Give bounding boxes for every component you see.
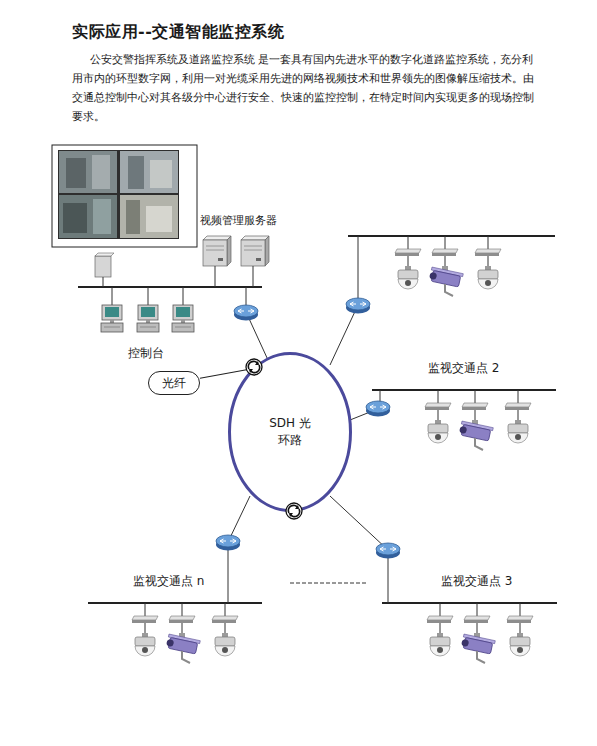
site-label: 监视交通点 2 [428, 360, 538, 376]
ring-outline [228, 352, 352, 512]
monitoring-site [88, 496, 262, 663]
video-wall-screen [52, 145, 197, 247]
node-label: SDH 光环路 [265, 415, 315, 449]
callout-bubble: 光纤 [148, 371, 200, 395]
site-label: 监视交通点 n [133, 573, 243, 589]
node-label: 光纤 [162, 375, 186, 392]
description-paragraph: 公安交警指挥系统及道路监控系统 是一套具有国内先进水平的数字化道路监控系统，充分… [72, 50, 534, 126]
page-title: 实际应用--交通智能监控系统 [72, 22, 532, 43]
ring-network: SDH 光环路 [228, 352, 352, 512]
monitoring-site [330, 236, 555, 365]
continuation-dashes [290, 583, 366, 584]
monitoring-site [350, 390, 556, 450]
console-label: 控制台 [128, 345, 188, 361]
site-label: 监视交通点 3 [441, 573, 551, 589]
server-label: 视频管理服务器 [200, 213, 310, 228]
control-center-lan [78, 236, 269, 360]
monitoring-site [330, 496, 557, 663]
